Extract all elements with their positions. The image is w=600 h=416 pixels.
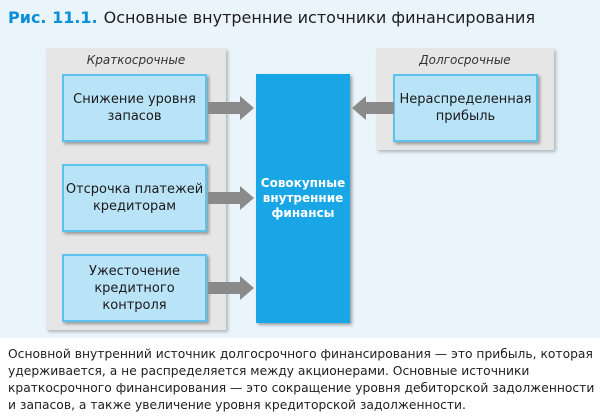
figure-title: Рис. 11.1. Основные внутренние источники … [8,8,598,27]
source-payment-deferral: Отсрочка платежей кредиторам [62,164,207,232]
source-credit-control: Ужесточение кредитного контроля [62,254,207,322]
figure-title-text: Основные внутренние источники финансиров… [103,8,536,27]
figure-caption: Основной внутренний источник долгосрочно… [8,347,595,412]
source-inventory-reduction: Снижение уровня запасов [62,74,207,142]
arrow-left-icon [352,96,394,120]
long-term-label: Долгосрочные [419,53,511,67]
arrow-right-icon [208,276,254,300]
short-term-label: Краткосрочные [86,53,186,67]
arrow-right-icon [208,96,254,120]
source-retained-earnings: Нераспределенная прибыль [393,74,538,142]
arrow-right-icon [208,186,254,210]
figure-number: Рис. 11.1. [8,8,98,27]
figure: Рис. 11.1. Основные внутренние источники … [0,0,600,338]
total-internal-finance-box: Совокупные внутренние финансы [256,74,350,323]
